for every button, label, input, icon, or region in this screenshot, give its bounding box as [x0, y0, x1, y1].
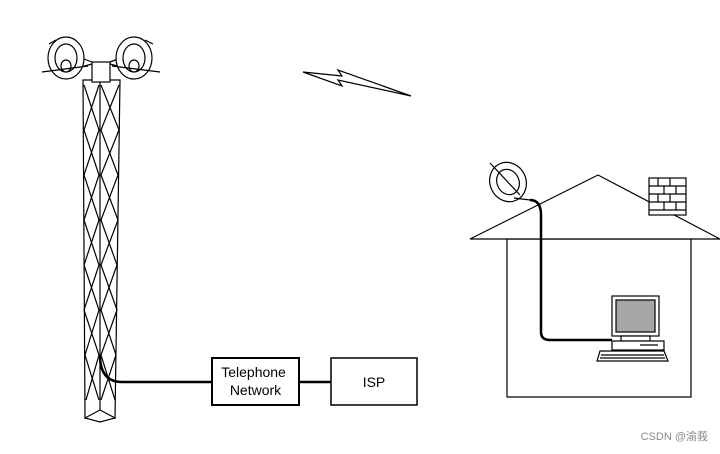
- isp-box: ISP: [330, 357, 418, 406]
- chimney: [648, 177, 687, 216]
- telephone-network-line1: Telephone: [221, 364, 286, 380]
- tower-cable: [98, 354, 212, 384]
- telephone-network-box: Telephone Network: [211, 357, 300, 406]
- tower-dish-left: [41, 36, 89, 80]
- wireless-signal-icon: [302, 68, 412, 97]
- house-dish-icon: [489, 161, 531, 203]
- cell-tower: [54, 47, 149, 423]
- watermark: CSDN @渝莪: [640, 431, 708, 443]
- house-cable: [529, 198, 612, 342]
- house: [469, 174, 720, 398]
- telephone-network-label: Telephone Network: [221, 364, 290, 398]
- isp-label: ISP: [363, 374, 386, 390]
- tower-dish-right: [111, 36, 161, 80]
- computer-icon: [596, 295, 669, 362]
- telephone-network-line2: Network: [230, 382, 282, 398]
